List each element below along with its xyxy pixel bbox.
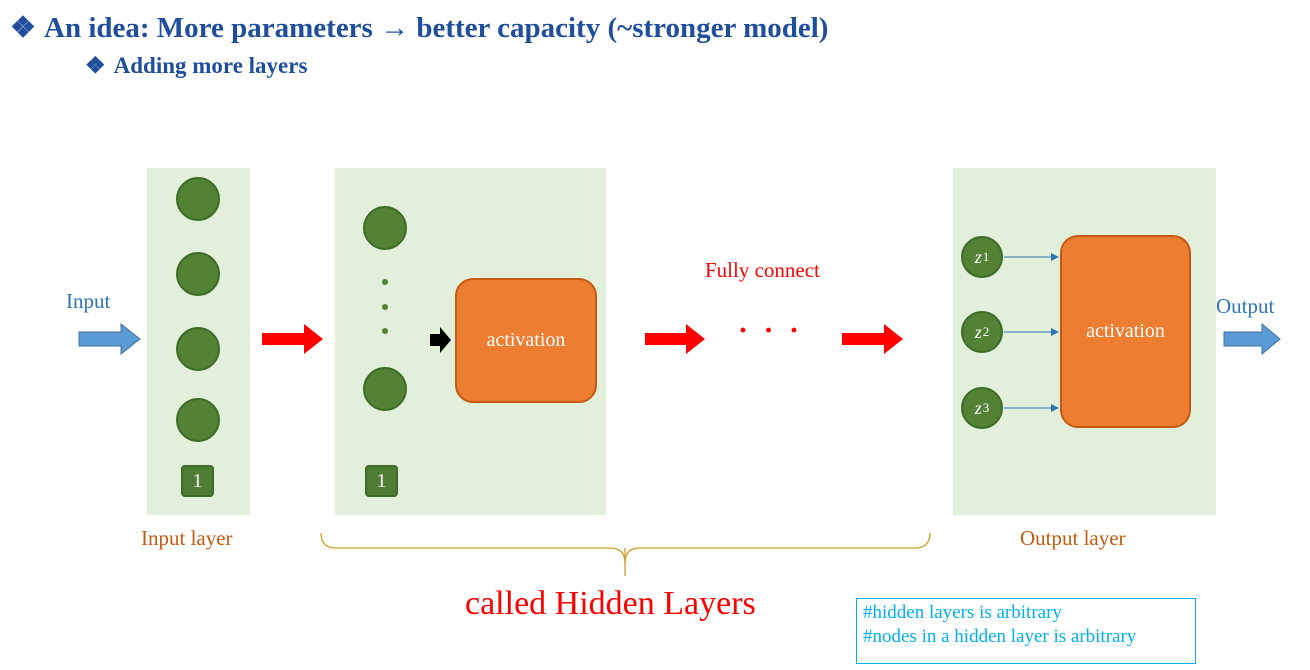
input-node <box>176 252 220 296</box>
output-layer-label: Output layer <box>1020 526 1126 550</box>
layers-ellipsis: · · · <box>738 314 804 347</box>
red-arrow-icon <box>842 324 903 354</box>
hidden-node <box>363 206 407 250</box>
input-label: Input <box>66 289 111 313</box>
hidden-activation-box: activation <box>455 278 597 403</box>
output-label: Output <box>1216 294 1275 318</box>
black-arrow-icon <box>430 327 451 353</box>
input-node <box>176 177 220 221</box>
note-line: #nodes in a hidden layer is arbitrary <box>863 626 1137 647</box>
red-arrow-icon <box>262 324 323 354</box>
fully-connect-label: Fully connect <box>705 258 820 282</box>
right-arrow-icon: → <box>380 12 410 44</box>
sub-heading: ❖ Adding more layers <box>85 53 307 79</box>
connector-arrowhead-icon <box>1051 328 1059 336</box>
arbitrary-note-box: #hidden layers is arbitrary #nodes in a … <box>856 598 1196 664</box>
ellipsis-dot <box>382 304 388 310</box>
input-node <box>176 398 220 442</box>
hidden-node <box>363 367 407 411</box>
heading-text-part2: better capacity (~stronger model) <box>416 12 829 44</box>
connector-arrowhead-icon <box>1051 253 1059 261</box>
output-arrow-icon <box>1223 322 1281 356</box>
input-bias-node: 1 <box>181 465 214 497</box>
output-activation-box: activation <box>1060 235 1191 428</box>
hidden-layers-label: called Hidden Layers <box>465 585 756 622</box>
ellipsis-dot <box>382 279 388 285</box>
connector-arrowhead-icon <box>1051 404 1059 412</box>
heading-text-part1: An idea: More parameters <box>44 12 373 44</box>
red-arrow-icon <box>645 324 705 354</box>
input-node <box>176 327 220 371</box>
note-line: #hidden layers is arbitrary <box>863 602 1062 623</box>
hidden-bias-node: 1 <box>365 465 398 497</box>
main-heading: ❖An idea: More parameters → better capac… <box>10 10 828 45</box>
sub-heading-text: Adding more layers <box>113 53 308 78</box>
ellipsis-dot <box>382 328 388 334</box>
input-arrow-icon <box>78 322 141 356</box>
input-layer-label: Input layer <box>141 526 233 550</box>
diamond-bullet-icon: ❖ <box>10 12 36 44</box>
diamond-bullet-icon: ❖ <box>85 53 106 78</box>
